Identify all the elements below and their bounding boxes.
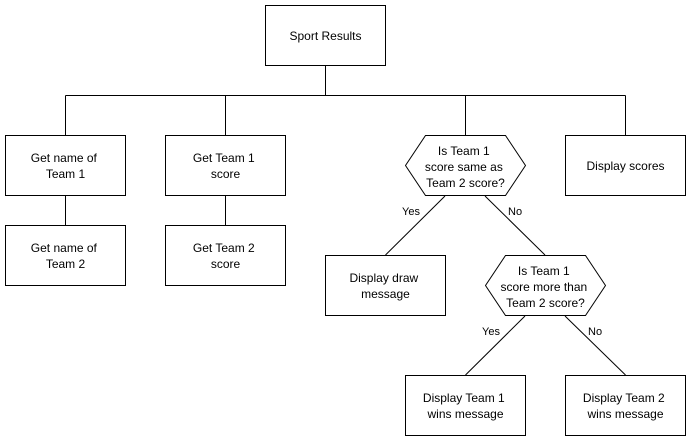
get-team1-score-label: Get Team 1 score — [193, 151, 258, 181]
display-draw-box — [325, 255, 446, 316]
team1-wins-line-2: wins message — [426, 407, 503, 421]
get-team2-score-line-1: Get Team 2 — [193, 241, 255, 255]
decision-more-line-3: Team 2 score? — [506, 296, 585, 310]
connector-decision-same-to-decision-more — [484, 195, 546, 256]
edge-label-more-no: No — [588, 326, 602, 338]
get-team2-score-line-2: score — [211, 257, 241, 271]
get-team2-score-label: Get Team 2 score — [193, 241, 258, 271]
node-get-name-team1: Get name of Team 1 — [5, 135, 126, 196]
edge-label-more-yes: Yes — [482, 326, 500, 338]
get-name-team1-label: Get name of Team 1 — [31, 151, 100, 181]
get-team1-score-line-1: Get Team 1 — [193, 151, 255, 165]
decision-more-line-1: Is Team 1 — [518, 264, 570, 278]
node-display-scores: Display scores — [565, 135, 686, 196]
connectors — [65, 66, 626, 376]
node-team1-wins: Display Team 1 wins message — [405, 375, 526, 436]
node-root: Sport Results — [265, 5, 386, 66]
team2-wins-box — [565, 375, 686, 436]
team1-wins-box — [405, 375, 526, 436]
team1-wins-label: Display Team 1 wins message — [423, 391, 508, 421]
get-name-team2-box — [5, 225, 126, 286]
node-decision-more: Is Team 1 score more than Team 2 score? — [484, 255, 607, 316]
root-label: Sport Results — [289, 29, 361, 43]
team2-wins-line-2: wins message — [586, 407, 663, 421]
display-scores-label: Display scores — [586, 159, 664, 173]
decision-more-line-2: score more than — [500, 280, 587, 294]
root-box — [265, 5, 386, 66]
get-name-team2-line-2: Team 2 — [46, 257, 86, 271]
decision-same-line-3: Team 2 score? — [426, 176, 505, 190]
decision-more-hexagon — [484, 255, 607, 316]
root-label-line-1: Sport Results — [289, 29, 361, 43]
edge-label-same-yes: Yes — [402, 206, 420, 218]
team2-wins-line-1: Display Team 2 — [583, 391, 665, 405]
node-team2-wins: Display Team 2 wins message — [565, 375, 686, 436]
get-name-team1-line-2: Team 1 — [46, 167, 86, 181]
display-scores-line-1: Display scores — [586, 159, 664, 173]
display-draw-line-1: Display draw — [349, 271, 418, 285]
decision-same-label: Is Team 1 score same as Team 2 score? — [425, 144, 506, 190]
display-scores-box — [565, 135, 686, 196]
connector-decision-more-to-team1-wins — [465, 315, 526, 376]
connector-decision-same-to-draw — [385, 195, 446, 256]
node-display-draw: Display draw message — [325, 255, 446, 316]
edge-labels: Yes No Yes No — [402, 206, 602, 338]
decision-same-line-2: score same as — [425, 160, 503, 174]
edge-label-same-no: No — [508, 206, 522, 218]
connector-decision-more-to-team2-wins — [564, 315, 626, 376]
node-get-team2-score: Get Team 2 score — [165, 225, 286, 286]
node-get-team1-score: Get Team 1 score — [165, 135, 286, 196]
get-team1-score-box — [165, 135, 286, 196]
get-name-team1-line-1: Get name of — [31, 151, 98, 165]
node-get-name-team2: Get name of Team 2 — [5, 225, 126, 286]
decision-same-line-1: Is Team 1 — [438, 144, 490, 158]
team1-wins-line-1: Display Team 1 — [423, 391, 505, 405]
get-team1-score-line-2: score — [211, 167, 241, 181]
get-team2-score-box — [165, 225, 286, 286]
get-name-team2-label: Get name of Team 2 — [31, 241, 100, 271]
node-decision-same: Is Team 1 score same as Team 2 score? — [404, 135, 527, 196]
decision-more-label: Is Team 1 score more than Team 2 score? — [500, 264, 590, 310]
decision-same-hexagon — [404, 135, 527, 196]
get-name-team1-box — [5, 135, 126, 196]
get-name-team2-line-1: Get name of — [31, 241, 98, 255]
display-draw-line-2: message — [361, 287, 410, 301]
team2-wins-label: Display Team 2 wins message — [583, 391, 668, 421]
display-draw-label: Display draw message — [349, 271, 421, 301]
